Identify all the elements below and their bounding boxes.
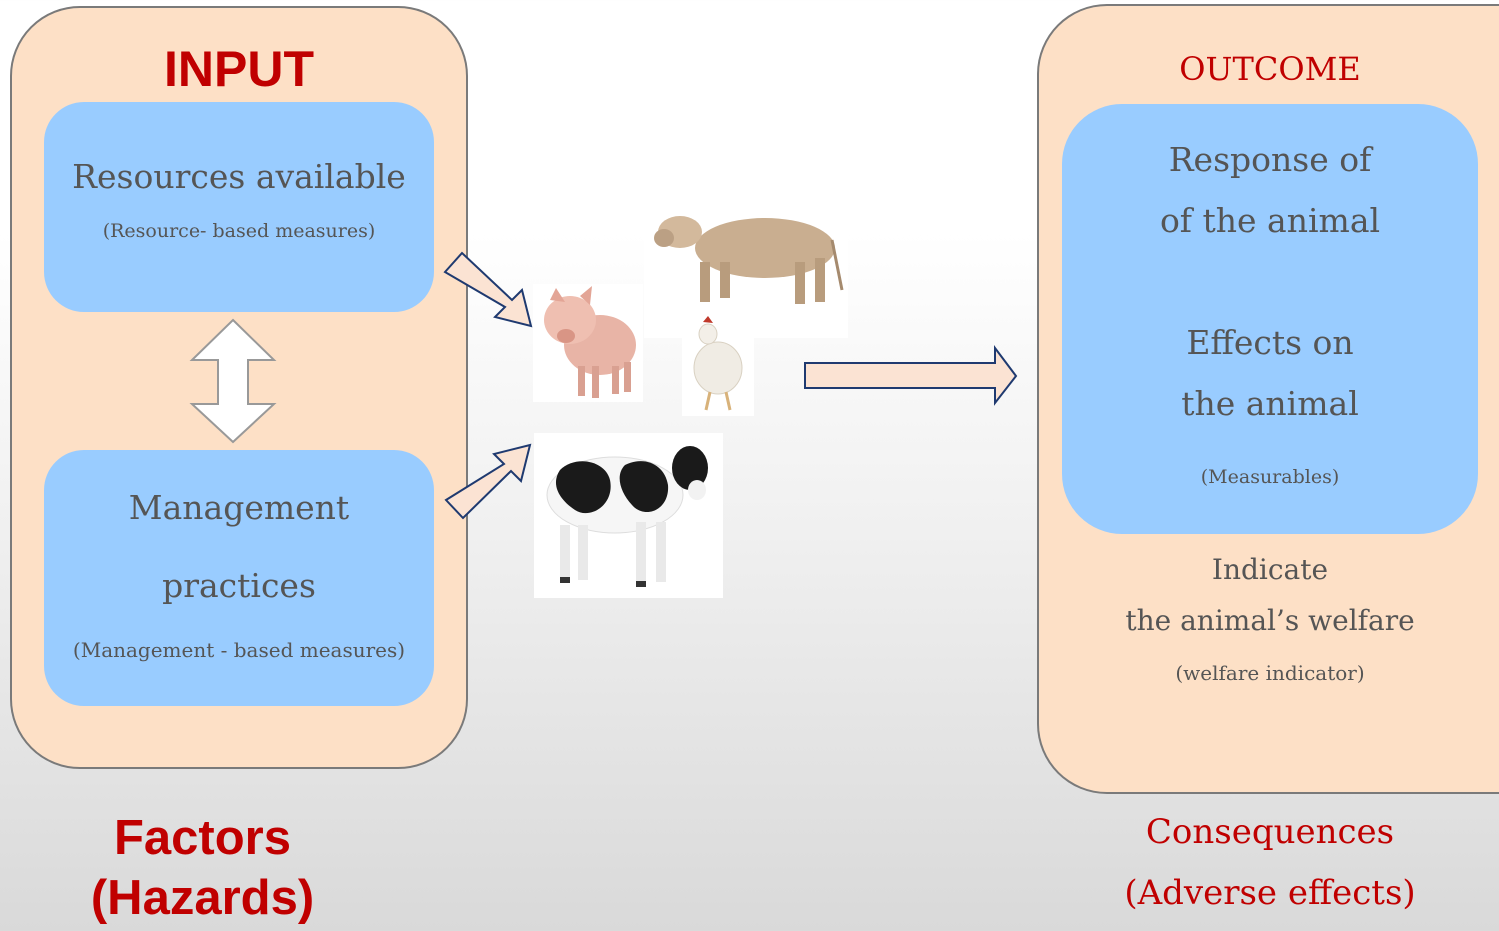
consequences-label: Consequences xyxy=(1145,812,1395,852)
management-line2: practices xyxy=(162,566,316,605)
outcome-line2: of the animal xyxy=(1159,201,1381,240)
hazards-label: (Hazards) xyxy=(90,871,315,925)
arrow-up-right-icon xyxy=(444,443,532,520)
dairy-cow-image xyxy=(534,433,723,598)
input-title: INPUT xyxy=(164,41,314,97)
arrow-down-right-icon xyxy=(443,251,533,328)
outcome-line1: Response of xyxy=(1168,140,1372,179)
indicate-subtitle: (welfare indicator) xyxy=(1175,661,1365,685)
resources-box: Resources available (Resource- based mea… xyxy=(44,102,434,312)
management-subtitle: (Management - based measures) xyxy=(72,638,406,662)
management-line1: Management xyxy=(128,488,350,527)
factors-label: Factors xyxy=(113,811,291,865)
pig-image xyxy=(533,284,643,402)
indicate-line2: the animal’s welfare xyxy=(1125,604,1415,637)
double-arrow-icon xyxy=(189,318,277,444)
chicken-image xyxy=(682,310,754,416)
outcome-title: OUTCOME xyxy=(1179,50,1361,88)
outcome-line3: Effects on xyxy=(1186,323,1354,362)
outcome-box: Response of of the animal Effects on the… xyxy=(1062,104,1478,534)
arrow-right-icon xyxy=(804,345,1018,406)
resources-title: Resources available xyxy=(72,157,406,196)
resources-subtitle: (Resource- based measures) xyxy=(102,220,376,242)
outcome-subtitle: (Measurables) xyxy=(1200,466,1340,488)
outcome-line4: the animal xyxy=(1181,384,1359,423)
indicate-line1: Indicate xyxy=(1211,553,1329,586)
adverse-effects-label: (Adverse effects) xyxy=(1124,873,1416,913)
management-box: Management practices (Management - based… xyxy=(44,450,434,706)
